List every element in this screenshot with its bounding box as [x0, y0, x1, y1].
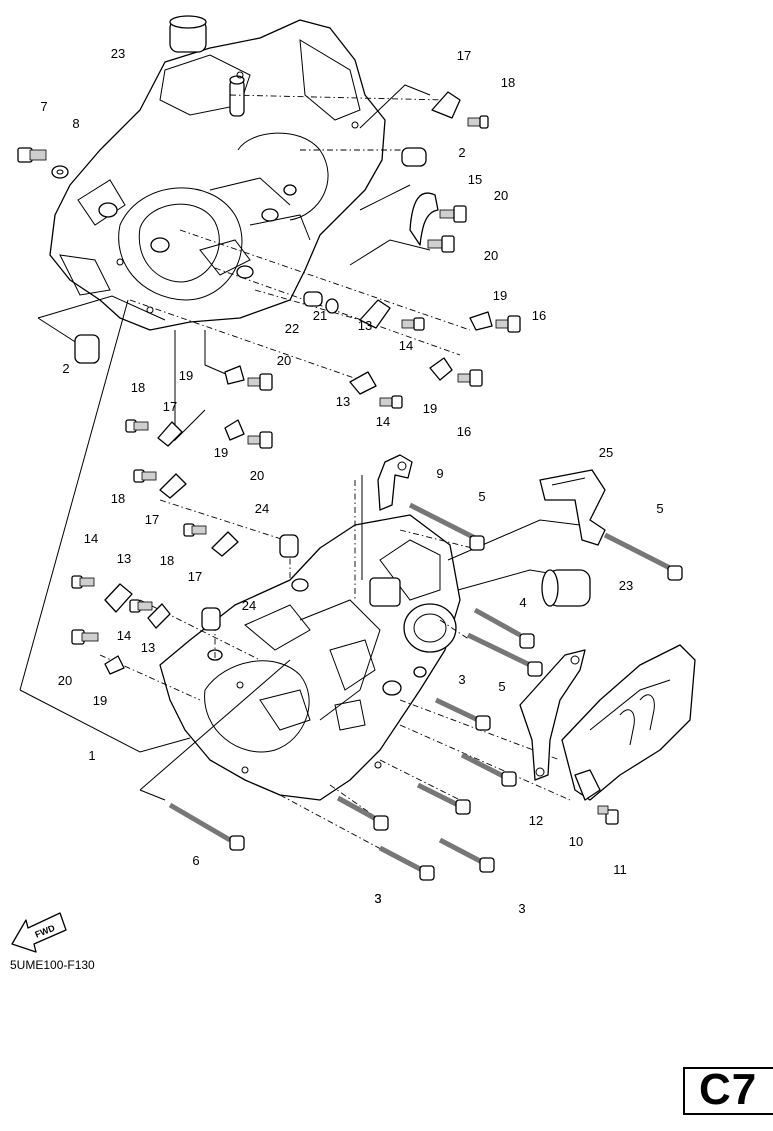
callout-24: 24	[242, 598, 256, 613]
callout-16: 16	[457, 424, 471, 439]
bracket-12	[519, 649, 586, 781]
washer-8	[51, 165, 69, 179]
callout-14: 14	[376, 414, 390, 429]
callout-4: 4	[519, 595, 526, 610]
callout-8: 8	[72, 116, 79, 131]
callout-20: 20	[250, 468, 264, 483]
callout-18: 18	[111, 491, 125, 506]
callout-18: 18	[160, 553, 174, 568]
callout-3: 3	[518, 901, 525, 916]
small-bolts	[71, 115, 619, 825]
callout-5: 5	[656, 501, 663, 516]
callout-19: 19	[214, 445, 228, 460]
callout-19: 19	[179, 368, 193, 383]
callout-21: 21	[313, 308, 327, 323]
callout-20: 20	[58, 673, 72, 688]
callout-13: 13	[117, 551, 131, 566]
page-code-box: C7	[683, 1065, 773, 1115]
callout-3: 3	[458, 672, 465, 687]
callout-1: 1	[88, 748, 95, 763]
callout-13: 13	[141, 640, 155, 655]
callout-20: 20	[484, 248, 498, 263]
bracket-9	[377, 454, 413, 511]
callout-23: 23	[619, 578, 633, 593]
callout-5: 5	[478, 489, 485, 504]
callout-14: 14	[399, 338, 413, 353]
diagram-code: 5UME100-F130	[10, 958, 95, 972]
callout-14: 14	[84, 531, 98, 546]
callout-5: 5	[498, 679, 505, 694]
callout-18: 18	[131, 380, 145, 395]
callout-2: 2	[62, 361, 69, 376]
page-code: C7	[699, 1065, 758, 1114]
callout-20: 20	[494, 188, 508, 203]
fwd-arrow-icon: FWD	[11, 912, 67, 953]
crankcase-left-half	[49, 19, 386, 331]
callout-17: 17	[457, 48, 471, 63]
callout-6: 6	[192, 853, 199, 868]
callout-13: 13	[336, 394, 350, 409]
callout-9: 9	[436, 466, 443, 481]
callout-10: 10	[569, 834, 583, 849]
callout-13: 13	[358, 318, 372, 333]
callout-2: 2	[458, 145, 465, 160]
callout-3: 3	[374, 891, 381, 906]
cover-10	[561, 644, 696, 801]
callout-17: 17	[163, 399, 177, 414]
dowel-pin-23-right	[541, 569, 591, 607]
callout-18: 18	[501, 75, 515, 90]
dowel-24-a	[279, 534, 299, 558]
crankcase-right-half	[159, 514, 461, 801]
callout-7: 7	[40, 99, 47, 114]
callout-11: 11	[613, 862, 627, 877]
callout-24: 24	[255, 501, 269, 516]
callout-17: 17	[145, 512, 159, 527]
callout-15: 15	[468, 172, 482, 187]
callout-25: 25	[599, 445, 613, 460]
clamps	[104, 91, 493, 675]
bolt-7	[17, 147, 47, 163]
callout-19: 19	[93, 693, 107, 708]
sleeve-2	[74, 147, 427, 364]
callout-19: 19	[493, 288, 507, 303]
dowel-pin-23-top	[169, 15, 207, 53]
dowel-24-b	[201, 607, 221, 631]
callout-23: 23	[111, 46, 125, 61]
long-bolts	[168, 502, 683, 881]
callout-14: 14	[117, 628, 131, 643]
callout-20: 20	[277, 353, 291, 368]
callout-16: 16	[532, 308, 546, 323]
collar-22	[303, 291, 323, 307]
callout-labels: 1223333455567891011121313131314141414151…	[40, 46, 663, 916]
callout-22: 22	[285, 321, 299, 336]
oring-21	[325, 298, 339, 314]
callout-19: 19	[423, 401, 437, 416]
callout-12: 12	[529, 813, 543, 828]
callout-3: 3	[374, 891, 381, 906]
callout-17: 17	[188, 569, 202, 584]
bracket-25	[539, 469, 606, 546]
